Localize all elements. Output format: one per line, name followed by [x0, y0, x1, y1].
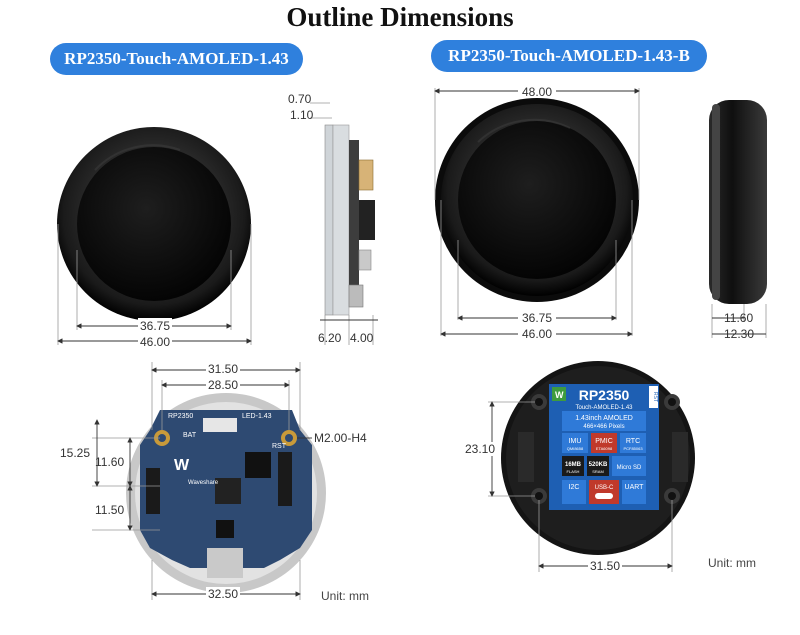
unit-label-left: Unit: mm — [321, 589, 369, 603]
board-label-rp2350: RP2350 — [168, 413, 193, 420]
front-view-left — [57, 127, 251, 321]
dim-b-front-outer: 46.00 — [522, 327, 552, 341]
board-label-rst: RST — [272, 443, 287, 450]
sticker-rtc-part: PCF85063 — [623, 446, 643, 451]
dim-b-back-bottom: 31.50 — [590, 559, 620, 573]
back-view-right: RP2350 Touch-AMOLED-1.43 1.43inch AMOLED… — [501, 361, 695, 555]
dim-back-left-b: 11.60 — [95, 455, 124, 469]
sticker-sram-sub: SRAM — [592, 469, 604, 474]
sticker-imu-part: QMI8658 — [567, 446, 584, 451]
sticker-model: Touch-AMOLED-1.43 — [575, 405, 633, 411]
svg-text:W: W — [174, 457, 190, 474]
hole-label: M2.00-H4 — [314, 431, 367, 445]
dim-back-top-b: 28.50 — [208, 378, 238, 392]
sticker-imu: IMU — [569, 438, 582, 445]
board-label-bat: BAT — [183, 432, 197, 439]
sticker-flash-sub: FLASH — [567, 469, 580, 474]
sticker-usb: USB-C — [595, 485, 614, 491]
unit-label-right: Unit: mm — [708, 556, 756, 570]
dim-back-left-a: 15.25 — [60, 446, 90, 460]
sticker-rtc: RTC — [626, 438, 640, 445]
dim-side-bottom-b: 4.00 — [350, 331, 374, 345]
back-view-left: W RP2350 LED-1.43 BAT RST Waveshare — [126, 393, 326, 593]
board-label-led: LED-1.43 — [242, 413, 272, 420]
board-label-brand: Waveshare — [188, 480, 219, 486]
front-view-right — [435, 98, 639, 302]
sticker-flash: 16MB — [565, 462, 582, 468]
dim-b-side-a: 11.60 — [724, 311, 753, 325]
sticker-pixels: 466×466 Pixels — [583, 424, 624, 430]
dim-back-top-a: 31.50 — [208, 362, 238, 376]
dim-back-left-c: 11.50 — [95, 503, 124, 517]
dim-side-top-b: 1.10 — [290, 108, 314, 122]
sticker-sram: 520KB — [589, 462, 608, 468]
sticker-uart: UART — [625, 484, 645, 491]
sticker-pmic: PMIC — [595, 438, 613, 445]
dim-front-outer: 46.00 — [140, 335, 170, 349]
side-view-right — [709, 100, 767, 304]
variant-label-right: RP2350-Touch-AMOLED-1.43-B — [431, 40, 707, 72]
dim-front-inner: 36.75 — [140, 319, 170, 333]
sticker-sd: Micro SD — [617, 465, 642, 471]
sticker-rst: RST — [652, 392, 658, 402]
dim-b-front-top: 48.00 — [522, 85, 552, 99]
dim-b-back-left: 23.10 — [465, 442, 495, 456]
sticker-i2c: I2C — [569, 484, 580, 491]
svg-text:W: W — [555, 390, 564, 400]
dim-b-front-inner: 36.75 — [522, 311, 552, 325]
dim-b-side-b: 12.30 — [724, 327, 754, 341]
sticker-pmic-part: ETA6098 — [596, 446, 613, 451]
dim-side-bottom-a: 6.20 — [318, 331, 342, 345]
sticker-chip: RP2350 — [579, 387, 630, 403]
variant-label-left: RP2350-Touch-AMOLED-1.43 — [50, 43, 303, 75]
display-screen — [77, 147, 231, 301]
dim-side-top-a: 0.70 — [288, 92, 312, 106]
sticker-screen: 1.43inch AMOLED — [575, 415, 633, 422]
page-title: Outline Dimensions — [286, 2, 514, 32]
side-view-left — [324, 124, 375, 316]
dim-back-bottom: 32.50 — [208, 587, 238, 601]
